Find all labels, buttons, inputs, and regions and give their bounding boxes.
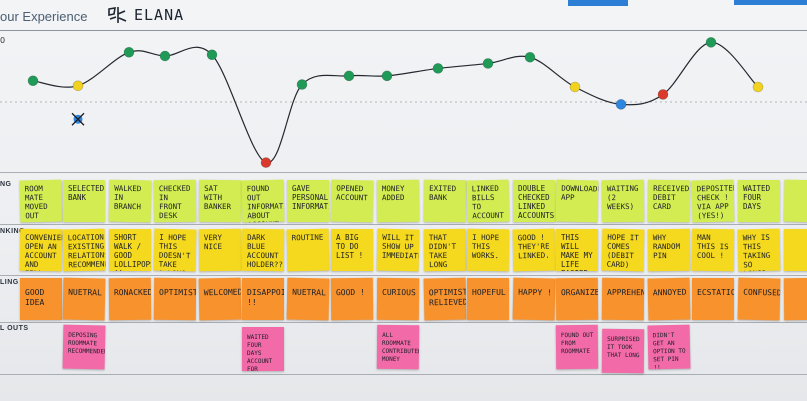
board-header: our Experience ELANA — [0, 0, 807, 31]
doing-note: Walked in branch — [108, 179, 152, 223]
callout-note: Found out from roommate — [555, 324, 599, 370]
cross-out-mark-icon — [71, 112, 85, 126]
thinking-note: Routine — [286, 228, 330, 272]
feeling-note: Confused — [737, 277, 781, 321]
feeling-note: Ecstatic — [692, 278, 734, 320]
emotion-dot-positive — [432, 63, 444, 74]
blue-tape-strip — [734, 0, 807, 5]
thinking-note: A big to do list ! — [331, 229, 373, 271]
thinking-note: Man this is cool ! — [691, 228, 735, 272]
thinking-note: Short walk / Good lollipops !! — [109, 229, 151, 271]
doing-note: Received debit card — [647, 179, 691, 223]
persona-name: ELANA — [134, 6, 185, 24]
feeling-note: Good ! — [330, 277, 374, 321]
emotion-curve — [32, 41, 759, 164]
doing-note: Sat with banker — [198, 179, 242, 223]
emotion-dot-positive — [206, 49, 218, 61]
thinking-note: Will it show up immediately — [376, 228, 420, 272]
emotion-dot-positive — [27, 75, 39, 87]
row-divider — [0, 275, 807, 276]
doing-note: Double checked linked accounts — [513, 180, 555, 222]
feeling-note: Good idea — [20, 278, 62, 320]
feeling-note: Optimistic Relieved — [423, 277, 467, 321]
row-divider — [0, 172, 807, 173]
emotion-dot-positive — [524, 51, 536, 63]
thinking-note: Hope it comes (debit card) — [601, 228, 645, 272]
thinking-note: That didn't take long — [423, 228, 467, 272]
feeling-note: Hopeful — [467, 278, 509, 320]
feeling-note: Nuetral — [62, 277, 106, 321]
emotion-dot-neutral — [752, 81, 764, 93]
feeling-note: Annoyed — [647, 277, 691, 321]
thinking-note: I hope this works. — [466, 228, 510, 272]
emotion-dot-neutral — [72, 80, 84, 92]
thinking-note: I hope this doesn't take a long time — [153, 228, 197, 272]
doing-note: Selected bank — [63, 180, 105, 222]
row-label-callouts: L OUTS — [0, 325, 29, 332]
doing-note: Linked bills to account — [466, 179, 510, 223]
feeling-note: Disappointed !! — [242, 278, 284, 320]
emotion-dot-low — [615, 99, 627, 110]
row-divider — [0, 374, 807, 375]
blue-tape-strip — [568, 0, 628, 6]
feeling-note: Apprehensive — [601, 277, 645, 321]
doing-note: Waiting (2 weeks) — [601, 179, 645, 223]
thinking-note: Convenient open an account and fill — [19, 228, 63, 272]
callout-note: Surprised it took that long — [601, 328, 645, 374]
row-divider — [0, 322, 807, 323]
doing-note: Money added — [376, 179, 420, 223]
emotion-dot-negative — [657, 89, 669, 100]
doing-note: Room mate moved out — [19, 179, 63, 223]
callout-note: Deposing roommate recommended — [62, 324, 106, 370]
row-label-thinking: NKING — [0, 228, 26, 235]
emotion-dot-positive — [381, 70, 393, 82]
thinking-note: Why random pin — [647, 228, 691, 272]
board-title: our Experience — [0, 9, 88, 24]
feeling-note — [783, 277, 807, 321]
axis-label: 0 — [0, 36, 6, 45]
doing-note: Waited four days — [738, 180, 780, 222]
feeling-note: Nuetral — [286, 277, 330, 321]
emotion-dot-positive — [296, 79, 308, 90]
emotion-dot-positive — [123, 47, 135, 58]
doing-note: Downloaded app — [555, 179, 599, 223]
callout-note: Waited four days account for roommate — [242, 327, 284, 371]
doing-note: Checked in front desk — [153, 179, 197, 223]
doing-note: Found out information about account — [241, 179, 285, 223]
thinking-note: Why is this taking so long? — [737, 228, 781, 272]
emotion-dot-negative — [260, 157, 272, 168]
feeling-note: Happy ! — [512, 277, 556, 321]
thinking-note — [784, 229, 807, 271]
callout-note: All roommate contributed money — [376, 324, 420, 370]
doing-note — [783, 179, 807, 223]
emotion-dot-positive — [705, 37, 717, 48]
doing-note: Deposited check ! via app (Yes!) — [691, 179, 735, 223]
feeling-note: Curious — [376, 277, 420, 321]
feeling-note: Welcomed — [198, 277, 242, 321]
doing-note: Gave personal information — [287, 180, 329, 222]
row-divider — [0, 224, 807, 225]
emotion-dot-positive — [343, 70, 355, 82]
thinking-note: Good ! they're linked. — [512, 228, 556, 272]
feeling-note: Organized — [555, 277, 599, 321]
thinking-note: Very nice — [198, 228, 242, 272]
thinking-note: Dark blue account holder??! — [241, 228, 285, 272]
feeling-note: Optimistic — [153, 277, 197, 321]
thinking-note: Location existing relationship recommend… — [62, 228, 106, 272]
feeling-note: Ronacked — [108, 277, 152, 321]
row-label-doing: NG — [0, 181, 12, 188]
doing-note: Exited bank — [423, 179, 467, 223]
persona-sketch-icon — [108, 7, 127, 23]
emotion-dot-positive — [482, 58, 494, 69]
emotion-dot-positive — [159, 50, 171, 62]
emotion-dot-neutral — [569, 81, 581, 93]
row-label-feeling: LING — [0, 279, 19, 286]
thinking-note: This will make my life easier — [556, 229, 598, 271]
doing-note: Opened account — [330, 179, 374, 223]
callout-note: Didn't get an option to set pin !! — [647, 324, 691, 370]
